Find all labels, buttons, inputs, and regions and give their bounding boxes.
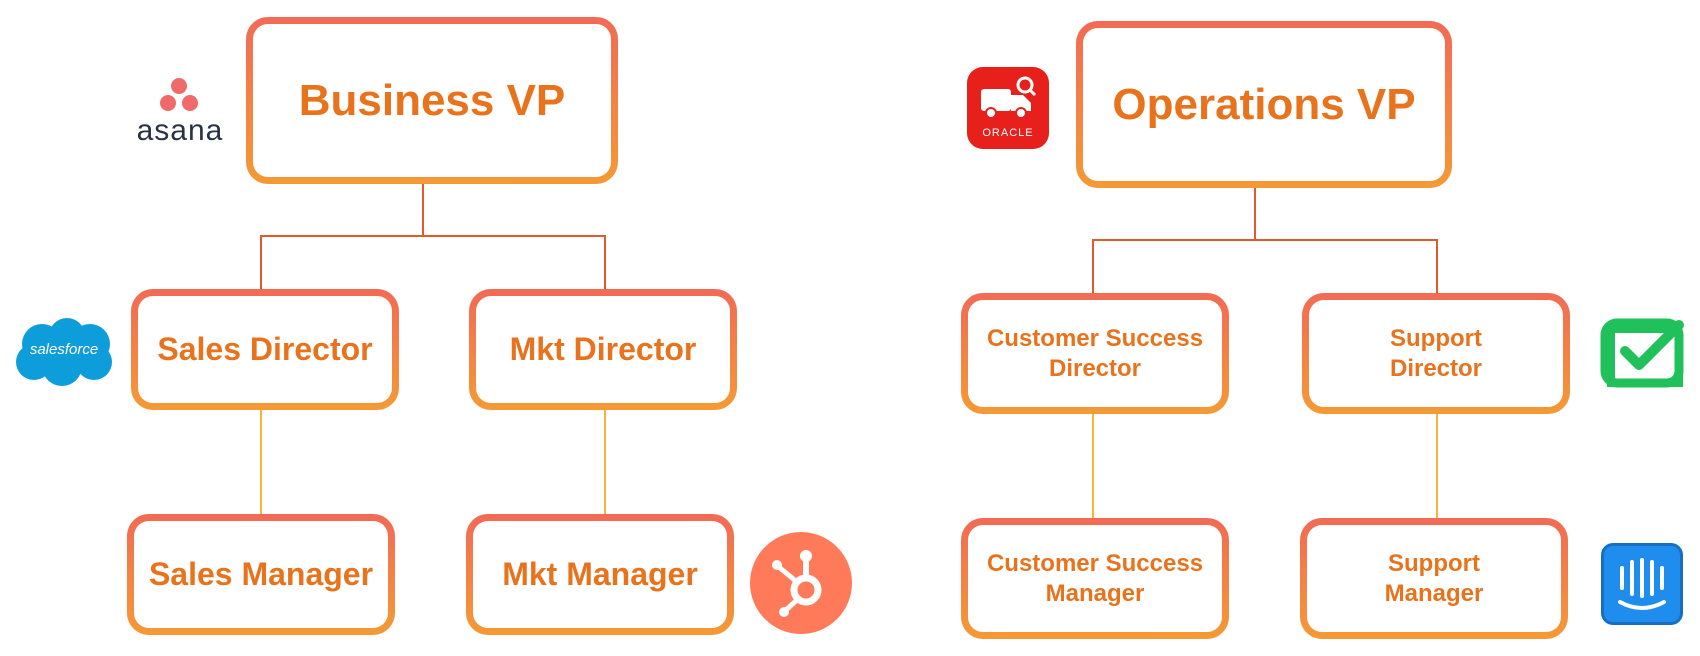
mkt-director-box: Mkt Director [469,289,737,410]
operations-vp-label: Operations VP [1112,79,1416,129]
asana-logo: asana [128,74,232,147]
mkt-director-label: Mkt Director [509,330,697,367]
customer-success-director-label: Customer Success Director [986,325,1204,382]
connector-to-sales-director [260,235,262,290]
mkt-manager-box: Mkt Manager [466,514,734,635]
connector-to-support-director [1436,239,1438,294]
sales-manager-box: Sales Manager [127,514,395,635]
connector-to-mkt-director [604,235,606,290]
sales-manager-label: Sales Manager [148,555,374,592]
connector-left-horizontal [260,235,606,237]
oracle-logo: ORACLE [967,67,1049,149]
asana-wordmark: asana [136,114,224,147]
connector-mkt-director-manager [604,408,606,518]
intercom-logo [1601,543,1683,625]
connector-sales-director-manager [260,408,262,518]
check-icon [1600,318,1684,388]
hubspot-sprocket-icon [772,550,822,617]
connector-support-director-manager [1436,412,1438,522]
customer-success-manager-label: Customer Success Manager [986,550,1204,607]
salesforce-logo: salesforce [12,316,116,388]
checkmark-logo [1599,315,1689,390]
customer-success-manager-box: Customer Success Manager [961,518,1229,639]
oracle-wordmark: ORACLE [982,127,1034,139]
salesforce-wordmark: salesforce [29,341,99,358]
connector-cs-director-manager [1092,412,1094,522]
connector-right-horizontal [1092,239,1438,241]
sales-director-box: Sales Director [131,289,399,410]
support-manager-box: Support Manager [1300,518,1568,639]
business-vp-box: Business VP [246,17,618,184]
support-manager-label: Support Manager [1384,550,1484,607]
intercom-icon [1618,558,1666,610]
support-director-label: Support Director [1389,325,1483,382]
customer-success-director-box: Customer Success Director [961,293,1229,414]
salesforce-cloud-icon [16,318,112,386]
hubspot-logo [750,532,852,634]
connector-business-vp-down [422,182,424,236]
operations-vp-box: Operations VP [1076,21,1452,188]
business-vp-label: Business VP [298,75,566,125]
connector-operations-vp-down [1254,186,1256,240]
connector-to-cs-director [1092,239,1094,294]
support-director-box: Support Director [1302,293,1570,414]
asana-dots-icon [160,78,198,111]
delivery-truck-icon [981,76,1037,119]
mkt-manager-label: Mkt Manager [502,555,698,592]
sales-director-label: Sales Director [157,330,373,367]
